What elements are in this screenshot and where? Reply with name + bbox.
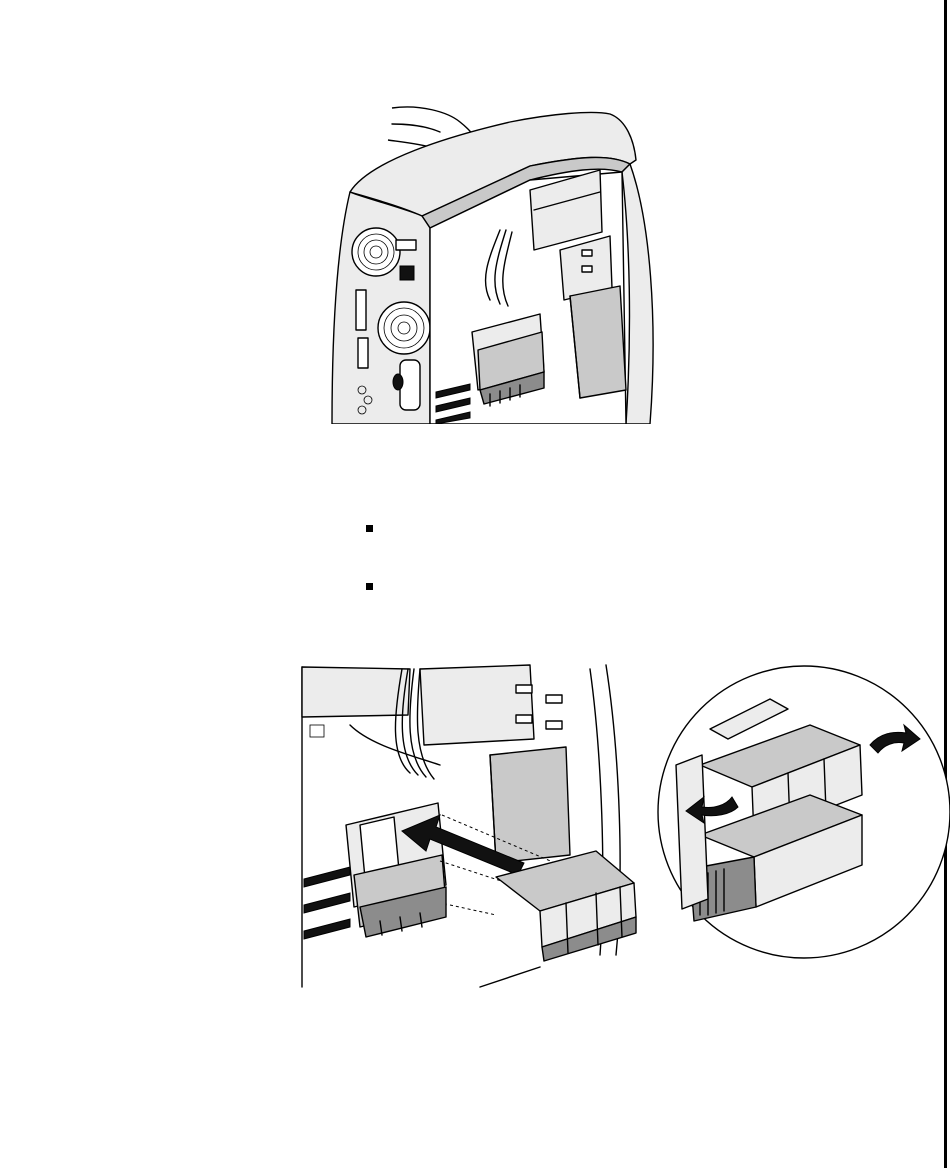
chassis-svg [330,100,660,424]
square-bullet-icon [366,525,373,532]
fan-grille-icon [378,302,430,354]
side-panel [622,164,653,424]
install-svg [290,655,950,995]
fan-grille-icon [352,228,400,276]
memory-module-install-illustration [290,655,950,995]
computer-chassis-open-illustration [330,100,660,424]
square-bullet-icon [366,583,373,590]
